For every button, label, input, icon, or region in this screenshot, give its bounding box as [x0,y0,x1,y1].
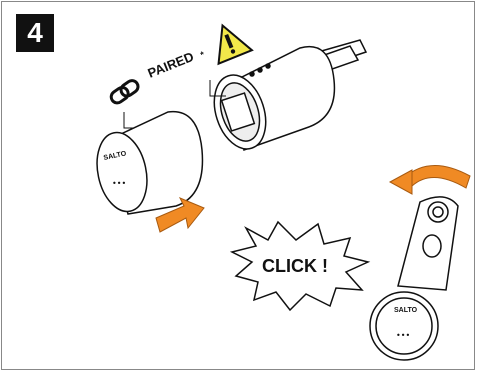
link-icon [109,78,140,105]
knob-rotated-brand: SALTO [394,307,418,314]
warning-icon [206,19,252,64]
paired-label: PAIRED [146,49,196,81]
knob-front-dots: ••• [112,179,126,188]
knob-rotated-dots: ••• [396,331,410,340]
paired-footnote: * [199,49,206,60]
knob-rotated [370,197,458,360]
click-label: CLICK ! [262,256,328,276]
rotate-arrow-icon [390,165,470,194]
